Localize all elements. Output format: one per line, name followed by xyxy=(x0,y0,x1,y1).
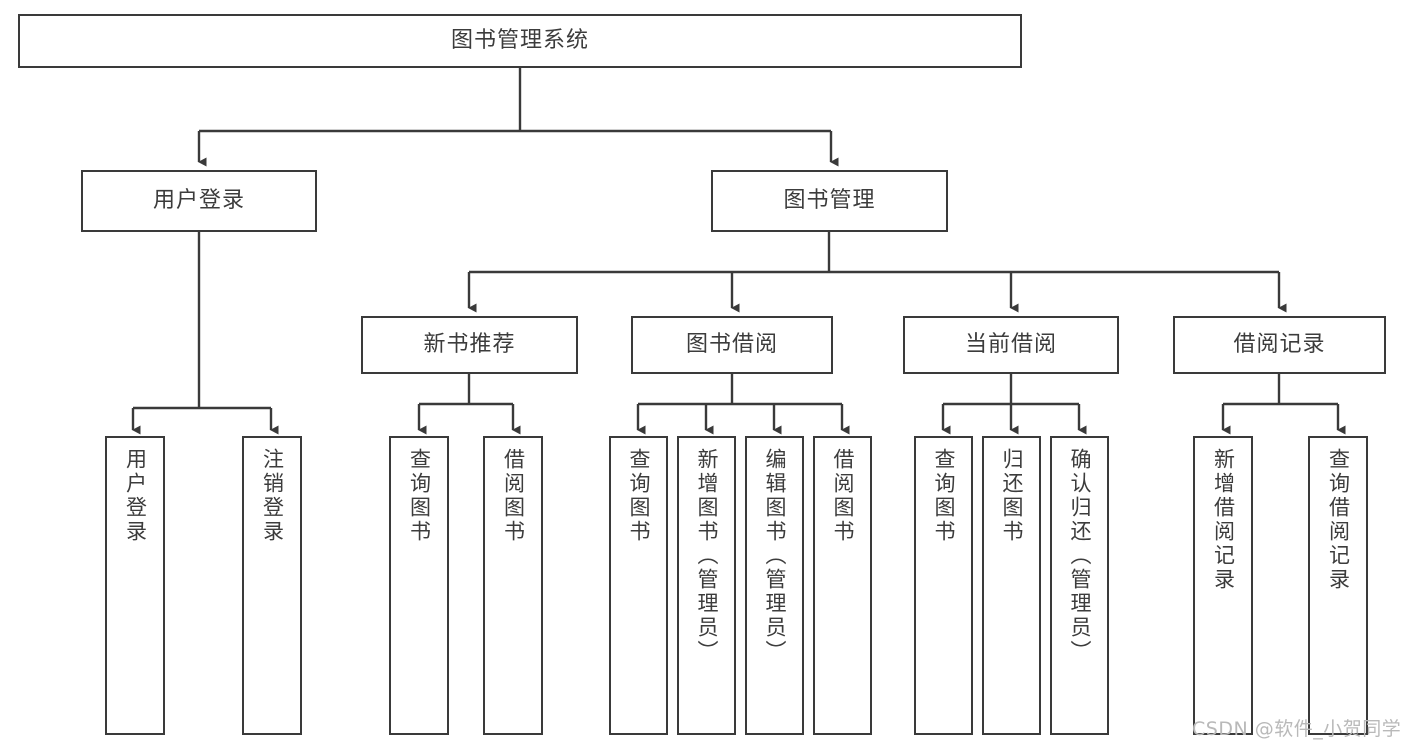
csdn-watermark: CSDN @软件_小贺同学 xyxy=(1192,718,1402,740)
node-book-borrow[interactable]: 图书借阅 xyxy=(631,316,833,374)
node-user-login[interactable]: 用户登录 xyxy=(81,170,317,232)
node-leaf-user-logout-label: 注销登录 xyxy=(260,448,285,544)
node-leaf-query-book-2[interactable]: 查询图书 xyxy=(609,436,668,735)
node-leaf-user-login[interactable]: 用户登录 xyxy=(105,436,165,735)
node-leaf-confirm-return-label: 确认归还（管理员） xyxy=(1068,448,1092,664)
node-leaf-borrow-book-1-label: 借阅图书 xyxy=(501,448,526,544)
node-user-login-label: 用户登录 xyxy=(152,188,245,214)
node-root[interactable]: 图书管理系统 xyxy=(18,14,1022,68)
node-leaf-edit-book[interactable]: 编辑图书（管理员） xyxy=(745,436,804,735)
node-root-label: 图书管理系统 xyxy=(450,28,589,54)
node-leaf-query-book-1[interactable]: 查询图书 xyxy=(389,436,449,735)
node-leaf-return-book-label: 归还图书 xyxy=(1000,448,1024,544)
node-book-borrow-label: 图书借阅 xyxy=(685,332,778,358)
node-leaf-user-logout[interactable]: 注销登录 xyxy=(242,436,302,735)
node-leaf-add-book-label: 新增图书（管理员） xyxy=(695,448,719,664)
node-current-borrow[interactable]: 当前借阅 xyxy=(903,316,1119,374)
node-leaf-query-book-3-label: 查询图书 xyxy=(932,448,956,544)
node-book-manage-label: 图书管理 xyxy=(783,188,876,214)
node-current-borrow-label: 当前借阅 xyxy=(964,332,1057,358)
node-borrow-record[interactable]: 借阅记录 xyxy=(1173,316,1386,374)
node-leaf-borrow-book-1[interactable]: 借阅图书 xyxy=(483,436,543,735)
node-leaf-borrow-book-2[interactable]: 借阅图书 xyxy=(813,436,872,735)
node-borrow-record-label: 借阅记录 xyxy=(1233,332,1326,358)
node-leaf-add-record[interactable]: 新增借阅记录 xyxy=(1193,436,1253,735)
node-leaf-query-record-label: 查询借阅记录 xyxy=(1326,448,1351,592)
node-new-book-recommend-label: 新书推荐 xyxy=(423,332,516,358)
node-leaf-query-book-3[interactable]: 查询图书 xyxy=(914,436,973,735)
node-leaf-query-record[interactable]: 查询借阅记录 xyxy=(1308,436,1368,735)
node-book-manage[interactable]: 图书管理 xyxy=(711,170,948,232)
node-leaf-add-record-label: 新增借阅记录 xyxy=(1211,448,1236,592)
node-leaf-return-book[interactable]: 归还图书 xyxy=(982,436,1041,735)
node-leaf-edit-book-label: 编辑图书（管理员） xyxy=(763,448,787,664)
node-leaf-borrow-book-2-label: 借阅图书 xyxy=(831,448,855,544)
node-leaf-confirm-return[interactable]: 确认归还（管理员） xyxy=(1050,436,1109,735)
node-leaf-query-book-2-label: 查询图书 xyxy=(627,448,651,544)
node-leaf-user-login-label: 用户登录 xyxy=(123,448,148,544)
node-leaf-add-book[interactable]: 新增图书（管理员） xyxy=(677,436,736,735)
node-leaf-query-book-1-label: 查询图书 xyxy=(407,448,432,544)
node-new-book-recommend[interactable]: 新书推荐 xyxy=(361,316,578,374)
